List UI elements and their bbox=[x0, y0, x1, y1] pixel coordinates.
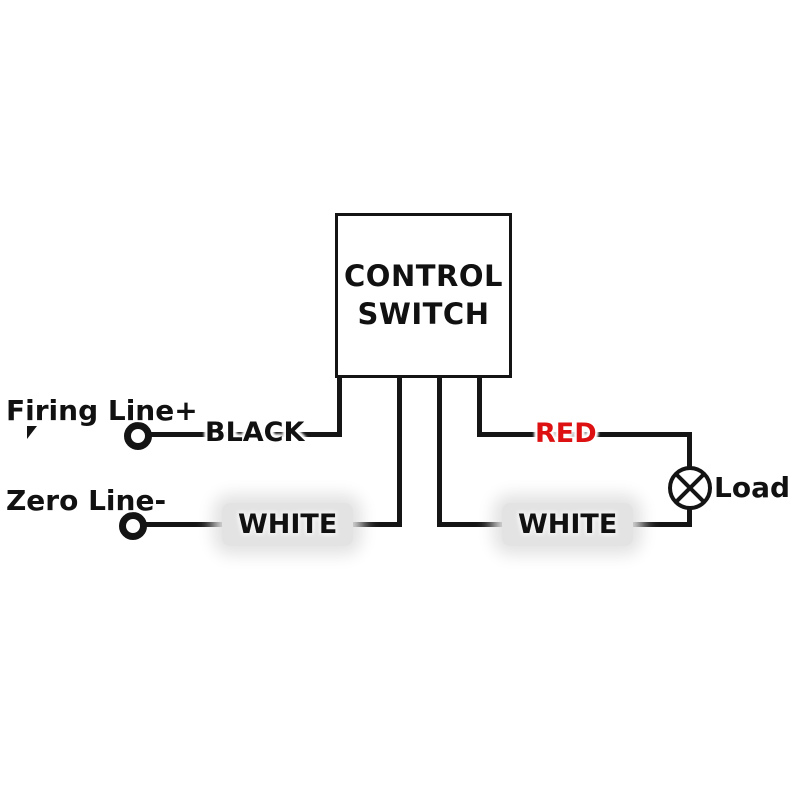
control-switch-label-line2: SWITCH bbox=[357, 296, 490, 331]
zero-line-terminal bbox=[119, 512, 147, 540]
wire-red-vertical bbox=[477, 378, 482, 437]
white-wire-label-left: WHITE bbox=[222, 503, 354, 546]
wire-black-vertical bbox=[337, 378, 342, 437]
control-switch-box: CONTROL SWITCH bbox=[335, 213, 512, 378]
wire-white-left-vertical bbox=[397, 378, 402, 527]
white-wire-label-right: WHITE bbox=[502, 503, 634, 546]
zero-line-label: Zero Line- bbox=[6, 484, 167, 517]
wire-white-right-vertical bbox=[437, 378, 442, 527]
wire-red-horizontal bbox=[477, 432, 692, 437]
control-switch-label: CONTROL SWITCH bbox=[344, 258, 503, 333]
tick-mark bbox=[27, 426, 37, 439]
firing-line-terminal bbox=[124, 422, 152, 450]
red-wire-label: RED bbox=[535, 418, 597, 449]
control-switch-label-line1: CONTROL bbox=[344, 258, 503, 293]
firing-line-label: Firing Line+ bbox=[6, 394, 198, 427]
wire-load-bottom-vertical bbox=[687, 508, 692, 526]
wire-black-horizontal bbox=[150, 432, 342, 437]
black-wire-label: BLACK bbox=[205, 417, 305, 448]
load-icon bbox=[668, 466, 712, 510]
load-label: Load bbox=[714, 471, 791, 504]
wire-load-top-vertical bbox=[687, 434, 692, 468]
